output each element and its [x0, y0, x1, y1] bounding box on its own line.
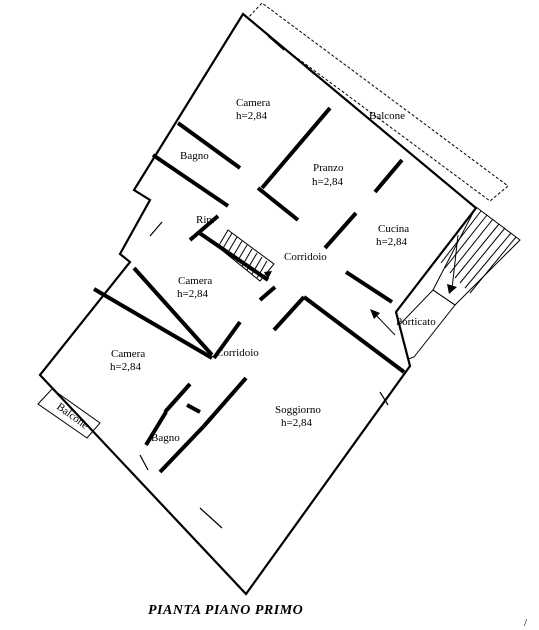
room-height-soggiorno: h=2,84: [281, 417, 312, 429]
room-label-rip: Rip.: [196, 214, 215, 226]
room-label-bagno-bottom: Bagno: [151, 432, 180, 444]
room-height-camera-top: h=2,84: [236, 110, 267, 122]
upper-balcony-outline: [245, 2, 509, 202]
room-label-bagno-top: Bagno: [180, 150, 209, 162]
room-label-cucina: Cucina: [378, 223, 409, 235]
corner-mark: /: [524, 617, 528, 629]
room-height-camera-left: h=2,84: [110, 361, 141, 373]
room-label-pranzo: Pranzo: [313, 162, 344, 174]
room-label-camera-top: Camera: [236, 97, 270, 109]
left-balcony-outline: [37, 388, 101, 439]
room-label-camera-middle: Camera: [178, 275, 212, 287]
room-label-corridoio-bottom: Corridoio: [216, 347, 259, 359]
room-label-soggiorno: Soggiorno: [275, 404, 321, 416]
building-outer-wall: [38, 12, 478, 596]
plan-title: PIANTA PIANO PRIMO: [148, 603, 303, 618]
interior-stair: [217, 229, 275, 282]
room-label-camera-left: Camera: [111, 348, 145, 360]
room-height-pranzo: h=2,84: [312, 176, 343, 188]
window-marks: [139, 35, 445, 529]
room-label-corridoio-top: Corridoio: [284, 251, 327, 263]
room-label-balcone-top: Balcone: [369, 110, 405, 122]
room-label-porticato: Porticato: [396, 316, 436, 328]
room-height-cucina: h=2,84: [376, 236, 407, 248]
room-height-camera-middle: h=2,84: [177, 288, 208, 300]
entrance-arrow: [370, 309, 396, 336]
